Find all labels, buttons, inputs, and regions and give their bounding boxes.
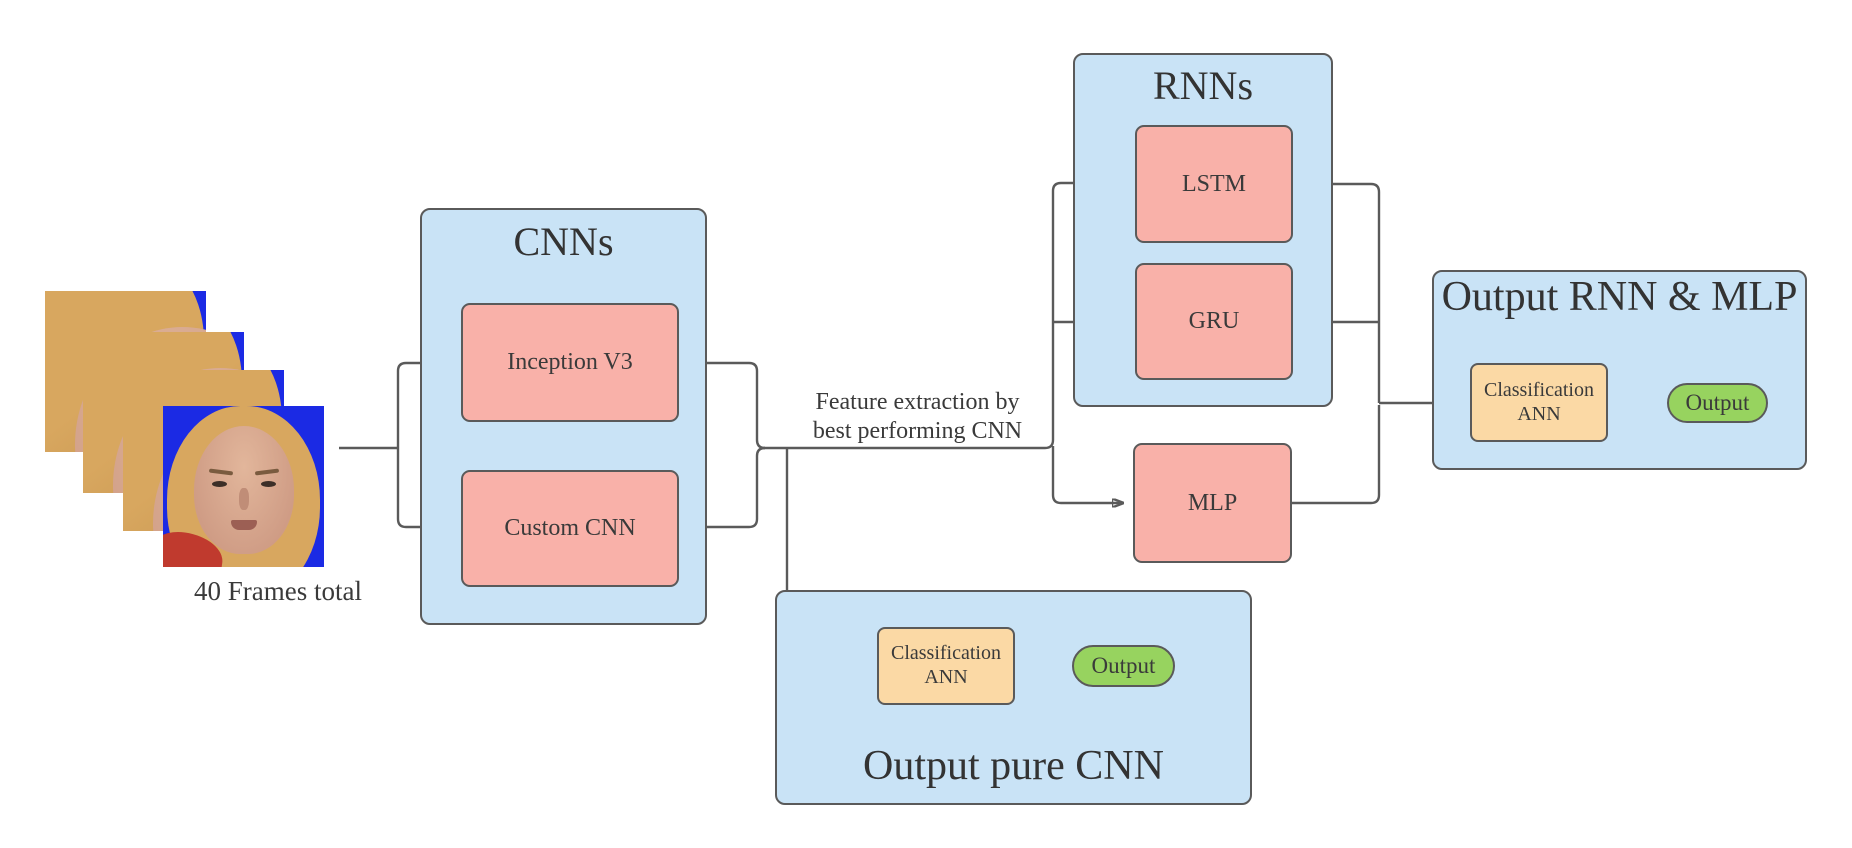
- mouth-shape: [231, 520, 257, 530]
- output-pill-pure-cnn: Output: [1072, 645, 1175, 687]
- nose-shape: [239, 488, 249, 510]
- feature-extraction-note: Feature extraction by best performing CN…: [760, 388, 1075, 446]
- face-shape: [194, 426, 294, 554]
- output-rnn-mlp-group: Output RNN & MLP Classification ANN Outp…: [1432, 270, 1807, 470]
- rnns-group: RNNs LSTM GRU: [1073, 53, 1333, 407]
- node-custom-cnn: Custom CNN: [461, 470, 679, 587]
- output-rnn-mlp-title: Output RNN & MLP: [1441, 274, 1798, 320]
- rnns-title: RNNs: [1152, 63, 1254, 108]
- brow-right: [254, 468, 280, 476]
- output-pure-cnn-group: Output pure CNN Classification ANN Outpu…: [775, 590, 1252, 805]
- wire-feature-to-mlp: [1051, 446, 1122, 503]
- node-mlp: MLP: [1133, 443, 1292, 563]
- eye-left: [212, 481, 227, 487]
- classifier-ann-pure-cnn: Classification ANN: [877, 627, 1015, 705]
- node-lstm: LSTM: [1135, 125, 1293, 243]
- cnns-title: CNNs: [513, 219, 614, 264]
- classifier-ann-rnn-mlp: Classification ANN: [1470, 363, 1608, 442]
- feature-note-line2: best performing CNN: [812, 417, 1023, 444]
- cnns-group: CNNs Inception V3 Custom CNN: [420, 208, 707, 625]
- node-inception-v3: Inception V3: [461, 303, 679, 422]
- frames-caption: 40 Frames total: [194, 576, 362, 606]
- output-pill-rnn-mlp: Output: [1667, 383, 1768, 423]
- video-frame-4: [163, 406, 324, 567]
- brow-left: [208, 468, 234, 476]
- node-gru: GRU: [1135, 263, 1293, 380]
- output-pure-cnn-title: Output pure CNN: [863, 742, 1164, 789]
- feature-note-line1: Feature extraction by: [815, 389, 1020, 415]
- eye-right: [261, 481, 276, 487]
- wire-mlp-out: [1292, 405, 1381, 505]
